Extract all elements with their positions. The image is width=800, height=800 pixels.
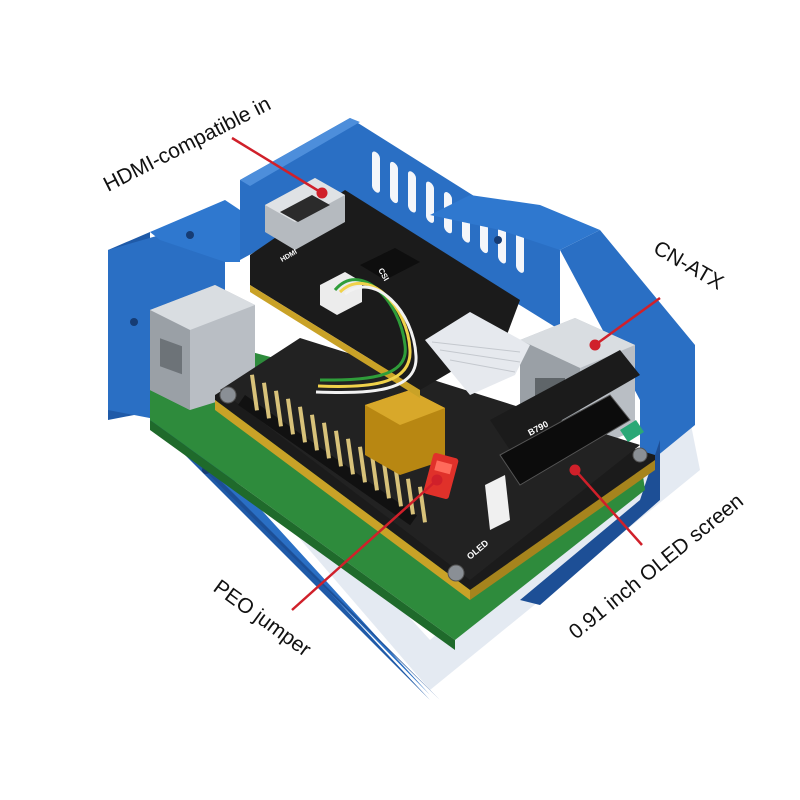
case-screw-hole bbox=[130, 318, 138, 326]
ethernet-port-left bbox=[150, 285, 255, 410]
black-pcb-gold-edge-right bbox=[470, 460, 655, 600]
callout-line-hdmi bbox=[231, 136, 323, 195]
oled-connector bbox=[485, 475, 510, 530]
pcb-screw bbox=[447, 564, 465, 582]
black-hat-pcb: OLED bbox=[215, 338, 655, 600]
callout-dot-peo bbox=[431, 474, 443, 486]
oled-screen bbox=[499, 394, 631, 486]
callout-label-cn-atx: CN-ATX bbox=[650, 236, 728, 294]
callout-line-cn-atx bbox=[594, 296, 661, 347]
pcb-screw bbox=[632, 447, 648, 463]
callout-dot-oled bbox=[569, 464, 581, 476]
case-screw-hole bbox=[186, 231, 194, 239]
peo-jumper bbox=[423, 453, 459, 499]
callout-line-peo bbox=[291, 479, 438, 611]
callout-line-oled bbox=[574, 469, 643, 546]
callout-dot-cn-atx bbox=[589, 339, 601, 351]
callout-label-peo: PEO jumper bbox=[209, 575, 315, 661]
csi-ribbon-cable bbox=[425, 312, 530, 395]
case-right-flange bbox=[430, 195, 600, 250]
green-pcb-edge bbox=[150, 420, 455, 650]
case-bottom-edge bbox=[160, 420, 440, 700]
upper-adapter-board: HDMI CSI bbox=[250, 178, 530, 398]
black-pcb-gold-edge bbox=[215, 400, 470, 600]
case-back-wall-top bbox=[240, 118, 360, 186]
wire-white bbox=[315, 285, 418, 395]
white-connector bbox=[320, 272, 362, 315]
callout-dot-hdmi bbox=[316, 187, 328, 199]
pcb-screw bbox=[219, 386, 237, 404]
oled-module: B790 bbox=[485, 350, 644, 530]
case-screw-hole bbox=[494, 236, 502, 244]
upper-chip bbox=[360, 248, 420, 280]
upper-board-gold-edge bbox=[250, 285, 420, 398]
oled-board bbox=[490, 350, 640, 450]
case-front-right-wall bbox=[520, 440, 660, 605]
wire-yellow bbox=[317, 281, 412, 389]
status-led bbox=[620, 420, 644, 442]
case-left-flange bbox=[150, 200, 240, 262]
gpio-header bbox=[238, 374, 427, 526]
wire-green bbox=[319, 278, 407, 382]
